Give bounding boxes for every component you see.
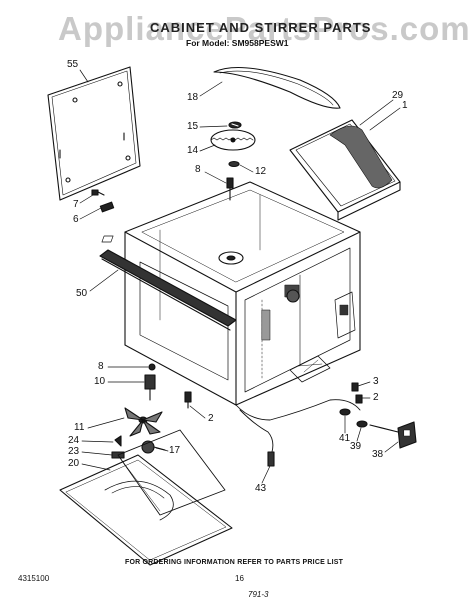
callout-39: 39 <box>350 441 362 452</box>
leader-29 <box>359 99 394 126</box>
callout-17: 17 <box>169 445 181 456</box>
page-number: 16 <box>235 574 244 583</box>
callout-2-right: 2 <box>373 392 379 403</box>
callout-11: 11 <box>74 422 85 433</box>
callout-14: 14 <box>187 145 199 156</box>
fitting-part <box>144 374 156 401</box>
callout-41: 41 <box>339 433 351 444</box>
stirrer-hub-part <box>228 121 242 129</box>
ordering-note: FOR ORDERING INFORMATION REFER TO PARTS … <box>125 559 344 566</box>
clip-part <box>99 201 115 213</box>
callout-8-bottom: 8 <box>98 361 104 372</box>
callout-20: 20 <box>68 458 80 469</box>
callout-43: 43 <box>255 483 267 494</box>
stirrer-blade-part <box>210 129 256 151</box>
leader-17 <box>155 447 169 452</box>
leader-39 <box>356 427 362 442</box>
leader-1 <box>369 107 401 131</box>
trim-rail-part <box>99 249 237 331</box>
callout-24: 24 <box>68 435 80 446</box>
leader-8-top <box>204 171 227 184</box>
callout-1: 1 <box>402 100 408 111</box>
leader-3 <box>357 381 371 387</box>
callout-38: 38 <box>372 449 384 460</box>
leader-15 <box>199 125 228 128</box>
leader-24 <box>81 440 114 443</box>
callout-29: 29 <box>392 90 404 101</box>
leader-18 <box>199 81 223 97</box>
watermark: AppliancePartsPros.com <box>58 10 471 47</box>
callout-23: 23 <box>68 446 80 457</box>
cabinet-body-part <box>101 181 361 406</box>
leader-20 <box>81 463 111 471</box>
rear-panel-part <box>47 66 141 201</box>
handwritten-mark: 791-3 <box>248 590 269 599</box>
leader-7 <box>79 194 94 204</box>
leader-43 <box>261 465 271 484</box>
belt-part <box>213 66 341 109</box>
fan-blade-part <box>124 407 163 437</box>
leader-14 <box>199 144 216 152</box>
callout-7: 7 <box>73 199 79 210</box>
callout-55: 55 <box>67 59 79 70</box>
leader-2-left <box>189 405 206 419</box>
leader-11 <box>87 417 125 429</box>
switch-assembly-part <box>235 399 417 449</box>
motor-part <box>141 440 166 454</box>
callout-50: 50 <box>76 288 88 299</box>
callout-8-top: 8 <box>195 164 201 175</box>
leader-55 <box>79 69 89 83</box>
small-screw-part <box>91 189 105 196</box>
leader-38 <box>384 441 399 453</box>
callout-3: 3 <box>373 376 379 387</box>
waveguide-cover-part <box>289 119 401 221</box>
leader-50 <box>89 269 119 292</box>
motor-screw-part <box>148 363 156 371</box>
diagram-title: CABINET AND STIRRER PARTS <box>150 20 372 35</box>
callout-6: 6 <box>73 214 79 225</box>
document-part-number: 4315100 <box>18 574 50 583</box>
leader-6 <box>79 207 102 220</box>
callout-2-left: 2 <box>208 413 214 424</box>
leader-23 <box>81 451 113 456</box>
callout-18: 18 <box>187 92 199 103</box>
hardware-24-part <box>114 435 122 447</box>
side-screw-part <box>184 382 363 409</box>
washer-part <box>228 160 240 168</box>
leader-12 <box>239 164 254 173</box>
callout-10: 10 <box>94 376 106 387</box>
callout-15: 15 <box>187 121 199 132</box>
model-subtitle: For Model: SM958PESW1 <box>186 38 289 48</box>
sensor-cable-part <box>239 409 275 467</box>
callout-12: 12 <box>255 166 267 177</box>
base-plate-part <box>59 429 233 566</box>
